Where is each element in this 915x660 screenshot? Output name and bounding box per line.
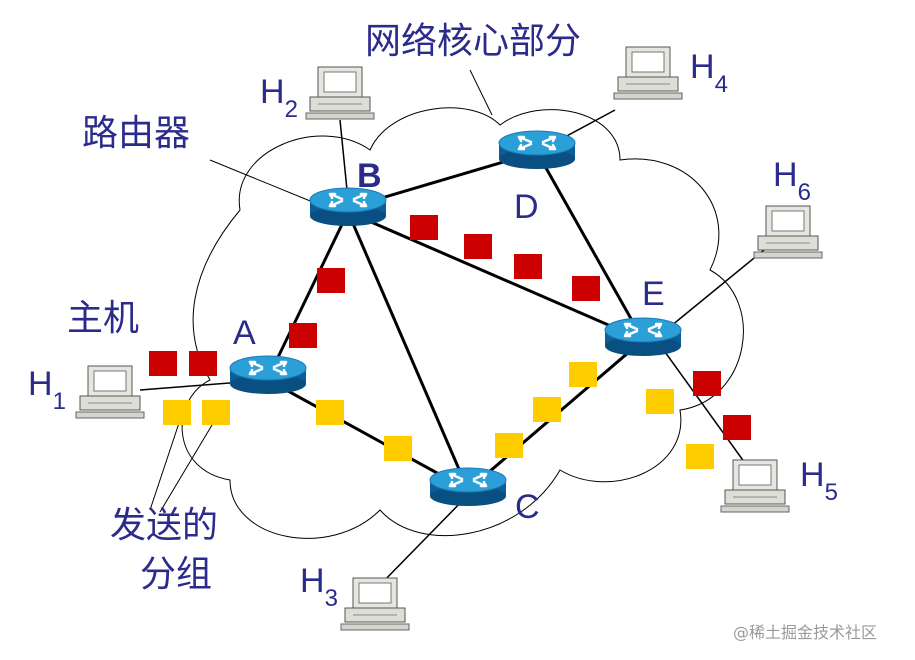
computer-icon-H4 (613, 46, 683, 100)
packet-red (149, 351, 177, 376)
link-H3-C (379, 494, 469, 586)
link-A-B (266, 211, 350, 379)
packet-yellow (569, 362, 597, 387)
router-icon-E (603, 316, 683, 358)
router-icon-A (228, 354, 308, 396)
link-H5-E (659, 344, 751, 471)
router-callout-label: 路由器 (82, 113, 190, 154)
core-pointer-line (469, 69, 493, 116)
host-label-H5: H5 (800, 456, 838, 506)
packet-red (723, 415, 751, 440)
packet-red (464, 234, 492, 259)
router-icon-D (497, 129, 577, 171)
packet-yellow (384, 436, 412, 461)
link-H6-E (659, 244, 771, 336)
packet-red (693, 371, 721, 396)
red-packets (149, 215, 751, 440)
network-core-label: 网络核心部分 (365, 21, 581, 62)
router-label-E: E (642, 275, 665, 313)
router-pointer-line (209, 159, 321, 206)
router-icon-C (428, 466, 508, 508)
watermark: @稀土掘金技术社区 (733, 623, 877, 642)
link-H2-B (339, 119, 349, 201)
yellow-packets (163, 362, 714, 469)
router-label-D: D (514, 188, 539, 226)
computer-icon-H3 (340, 577, 410, 631)
packet-red (317, 268, 345, 293)
packet-yellow (495, 433, 523, 458)
packet-red (410, 215, 438, 240)
computer-icon-H6 (753, 205, 823, 259)
packet-yellow (316, 400, 344, 425)
host-label-H4: H4 (690, 48, 728, 98)
packet-red (189, 351, 217, 376)
host-label-H2: H2 (260, 73, 298, 123)
packet-yellow (163, 400, 191, 425)
computer-icon-H2 (305, 66, 375, 120)
packet-red (572, 276, 600, 301)
host-label-H1: H1 (28, 365, 66, 415)
host-callout-label: 主机 (67, 298, 139, 339)
computer-icon-H1 (75, 365, 145, 419)
link-A-C (267, 378, 469, 492)
packet-yellow (686, 444, 714, 469)
packet-red (289, 323, 317, 348)
link-D-E (535, 151, 645, 341)
router-label-A: A (233, 314, 256, 352)
router-label-C: C (515, 488, 540, 526)
packet-yellow (646, 389, 674, 414)
computer-icon-H5 (720, 459, 790, 513)
packet-yellow (202, 400, 230, 425)
link-B-C (346, 211, 470, 491)
sent-packets-label-line1: 发送的 (110, 505, 218, 546)
host-label-H6: H6 (773, 156, 811, 206)
host-label-H3: H3 (300, 562, 338, 612)
link-B-E (347, 210, 644, 342)
packet-red (514, 254, 542, 279)
packet-yellow (533, 397, 561, 422)
packet-pointer-line-2 (159, 419, 216, 513)
sent-packets-label-line2: 分组 (140, 554, 212, 595)
packet-pointer-line-1 (149, 419, 181, 511)
router-label-B: B (357, 157, 382, 195)
